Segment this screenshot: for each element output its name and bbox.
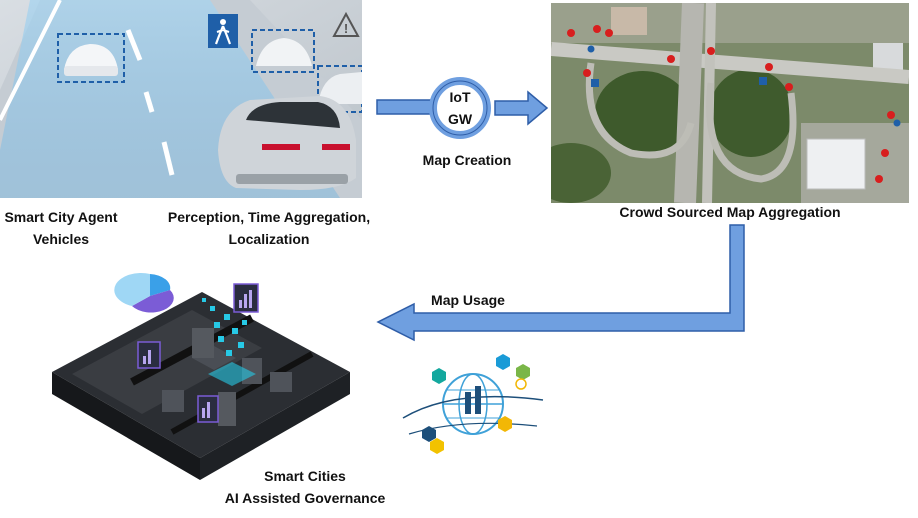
smart-mobility-icon: [422, 426, 436, 442]
map-usage-label: Map Usage: [431, 292, 505, 308]
sun-icon: [515, 378, 527, 390]
ego-car: [218, 96, 356, 190]
svg-text:!: !: [344, 21, 348, 36]
smart-city-illustration: [52, 273, 350, 480]
perception-label: Perception, Time Aggregation, Localizati…: [167, 209, 371, 247]
aerial-map-image: [551, 3, 909, 203]
smart-living-icon: [498, 416, 512, 432]
pedestrian-sign: [208, 14, 238, 48]
gateway-label-line1: IoT: [449, 89, 471, 105]
crowd-sourced-label: Crowd Sourced Map Aggregation: [619, 204, 841, 220]
smart-government-icon: [496, 354, 510, 370]
ai-governance-label: AI Assisted Governance: [224, 490, 386, 506]
map-usage-arrow: [376, 224, 745, 342]
bar-chart-icon: [137, 283, 259, 423]
pie-chart-icon: [114, 273, 174, 313]
warning-triangle-icon: !: [332, 11, 360, 37]
smart-economy-icon: [432, 368, 446, 384]
detected-car-left: [57, 33, 125, 83]
smart-cities-label: Smart Cities: [264, 468, 346, 484]
agent-vehicles-label: Smart City Agent Vehicles: [4, 209, 118, 247]
smart-city-globe-graphic: [402, 354, 544, 454]
smart-people-icon: [430, 438, 444, 454]
gateway-label-line2: GW: [447, 111, 473, 127]
vehicle-perception-image: !: [0, 0, 362, 198]
iot-gateway-node: [429, 77, 491, 139]
smart-environment-icon: [516, 364, 530, 380]
arrow-to-map: [494, 90, 549, 126]
map-creation-label: Map Creation: [422, 152, 512, 168]
